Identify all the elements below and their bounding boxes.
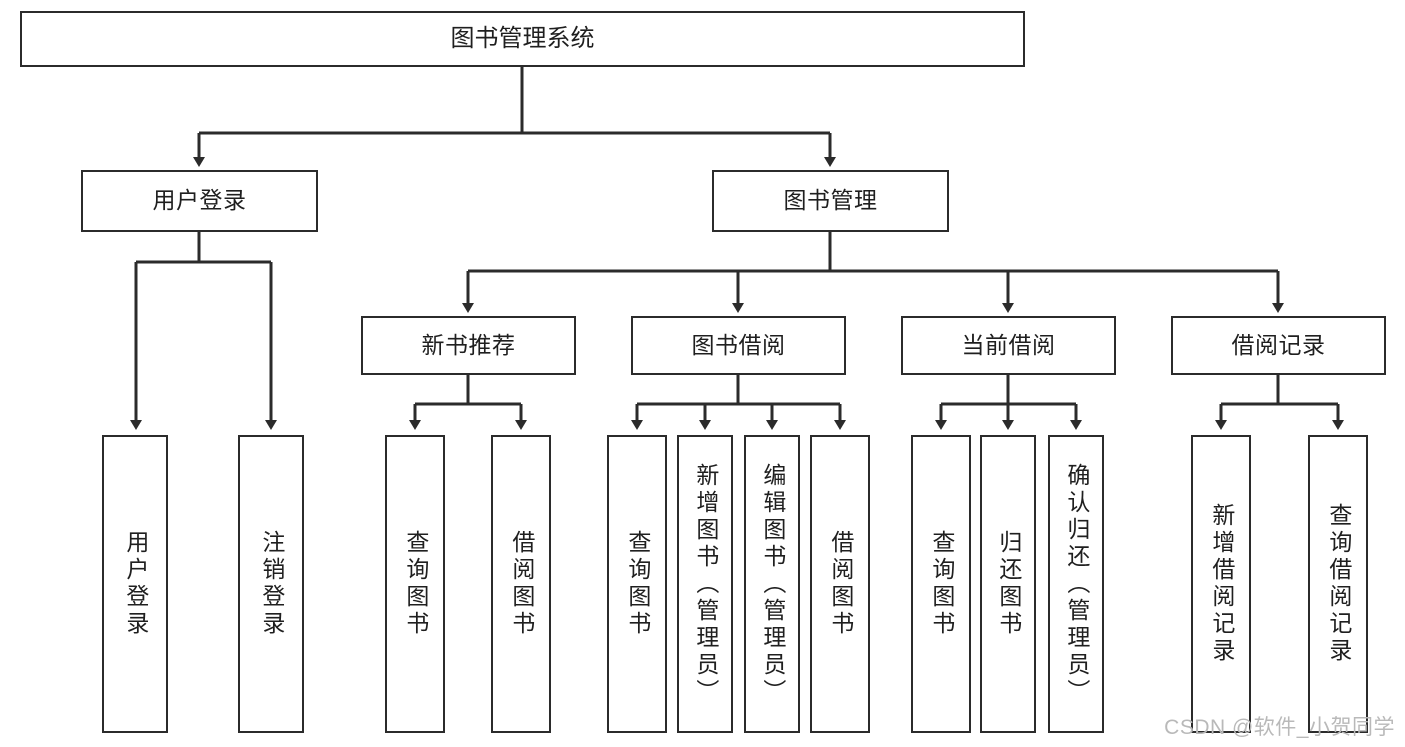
node-label: 归还图书 [995,530,1022,638]
watermark-text: CSDN @软件_小贺同学 [1164,716,1395,739]
node-label: 用户登录 [122,530,149,638]
leaf-borrow-borrow-book[interactable]: 借阅图书 [810,435,870,733]
node-label: 查询借阅记录 [1325,503,1352,665]
node-label: 注销登录 [258,530,285,638]
node-label: 编辑图书（管理员） [759,462,786,706]
leaf-newbook-query-book[interactable]: 查询图书 [385,435,445,733]
node-label: 新增借阅记录 [1208,503,1235,665]
node-label: 查询图书 [402,530,429,638]
node-label: 借阅图书 [827,530,854,638]
node-label: 新书推荐 [421,331,516,358]
node-label: 图书借阅 [691,331,786,358]
leaf-current-return-book[interactable]: 归还图书 [980,435,1036,733]
leaf-user-login[interactable]: 用户登录 [102,435,168,733]
node-label: 查询图书 [928,530,955,638]
node-book-borrow[interactable]: 图书借阅 [631,316,846,375]
node-root-system[interactable]: 图书管理系统 [20,11,1025,67]
leaf-logout[interactable]: 注销登录 [238,435,304,733]
node-label: 查询图书 [624,530,651,638]
leaf-current-query-book[interactable]: 查询图书 [911,435,971,733]
leaf-borrow-add-book-admin[interactable]: 新增图书（管理员） [677,435,733,733]
leaf-newbook-borrow-book[interactable]: 借阅图书 [491,435,551,733]
leaf-record-add-record[interactable]: 新增借阅记录 [1191,435,1251,733]
leaf-record-query-record[interactable]: 查询借阅记录 [1308,435,1368,733]
node-label: 借阅记录 [1231,331,1326,358]
node-label: 借阅图书 [508,530,535,638]
node-label: 新增图书（管理员） [692,462,719,706]
node-borrow-record[interactable]: 借阅记录 [1171,316,1386,375]
node-label: 图书管理 [783,187,878,214]
node-label: 用户登录 [152,187,247,214]
node-label: 图书管理系统 [450,24,595,52]
leaf-borrow-edit-book-admin[interactable]: 编辑图书（管理员） [744,435,800,733]
node-new-book-recommend[interactable]: 新书推荐 [361,316,576,375]
node-current-borrow[interactable]: 当前借阅 [901,316,1116,375]
node-user-login[interactable]: 用户登录 [81,170,318,232]
leaf-borrow-query-book[interactable]: 查询图书 [607,435,667,733]
node-label: 当前借阅 [961,331,1056,358]
leaf-current-confirm-return-admin[interactable]: 确认归还（管理员） [1048,435,1104,733]
node-book-management[interactable]: 图书管理 [712,170,949,232]
node-label: 确认归还（管理员） [1063,462,1090,706]
